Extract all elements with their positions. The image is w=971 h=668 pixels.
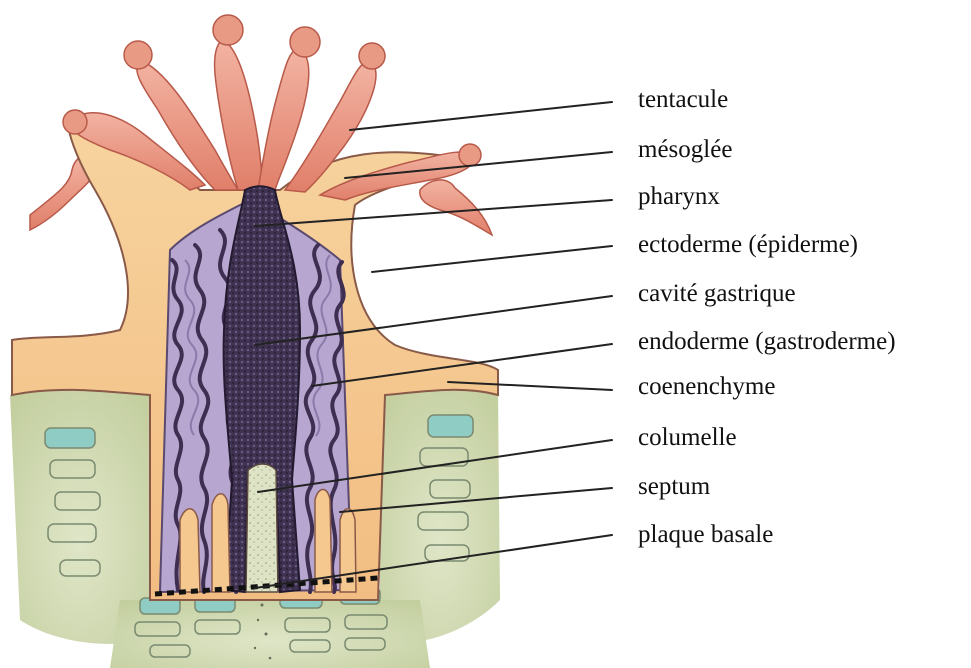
label-septum: septum [638,472,710,502]
label-coenenchyme: coenenchyme [638,372,775,402]
label-columelle: columelle [638,423,737,453]
leader-tentacule [350,102,612,130]
label-tentacule: tentacule [638,85,728,115]
label-ectoderme: ectoderme (épiderme) [638,230,858,260]
leader-ectoderme [372,246,612,272]
neighbour-tentacle-right [420,180,492,235]
label-cavite-gastrique: cavité gastrique [638,279,796,309]
label-endoderme: endoderme (gastroderme) [638,327,896,357]
label-pharynx: pharynx [638,182,720,212]
label-plaque-basale: plaque basale [638,520,773,550]
columelle [246,464,278,592]
label-mesoglee: mésoglée [638,135,732,165]
